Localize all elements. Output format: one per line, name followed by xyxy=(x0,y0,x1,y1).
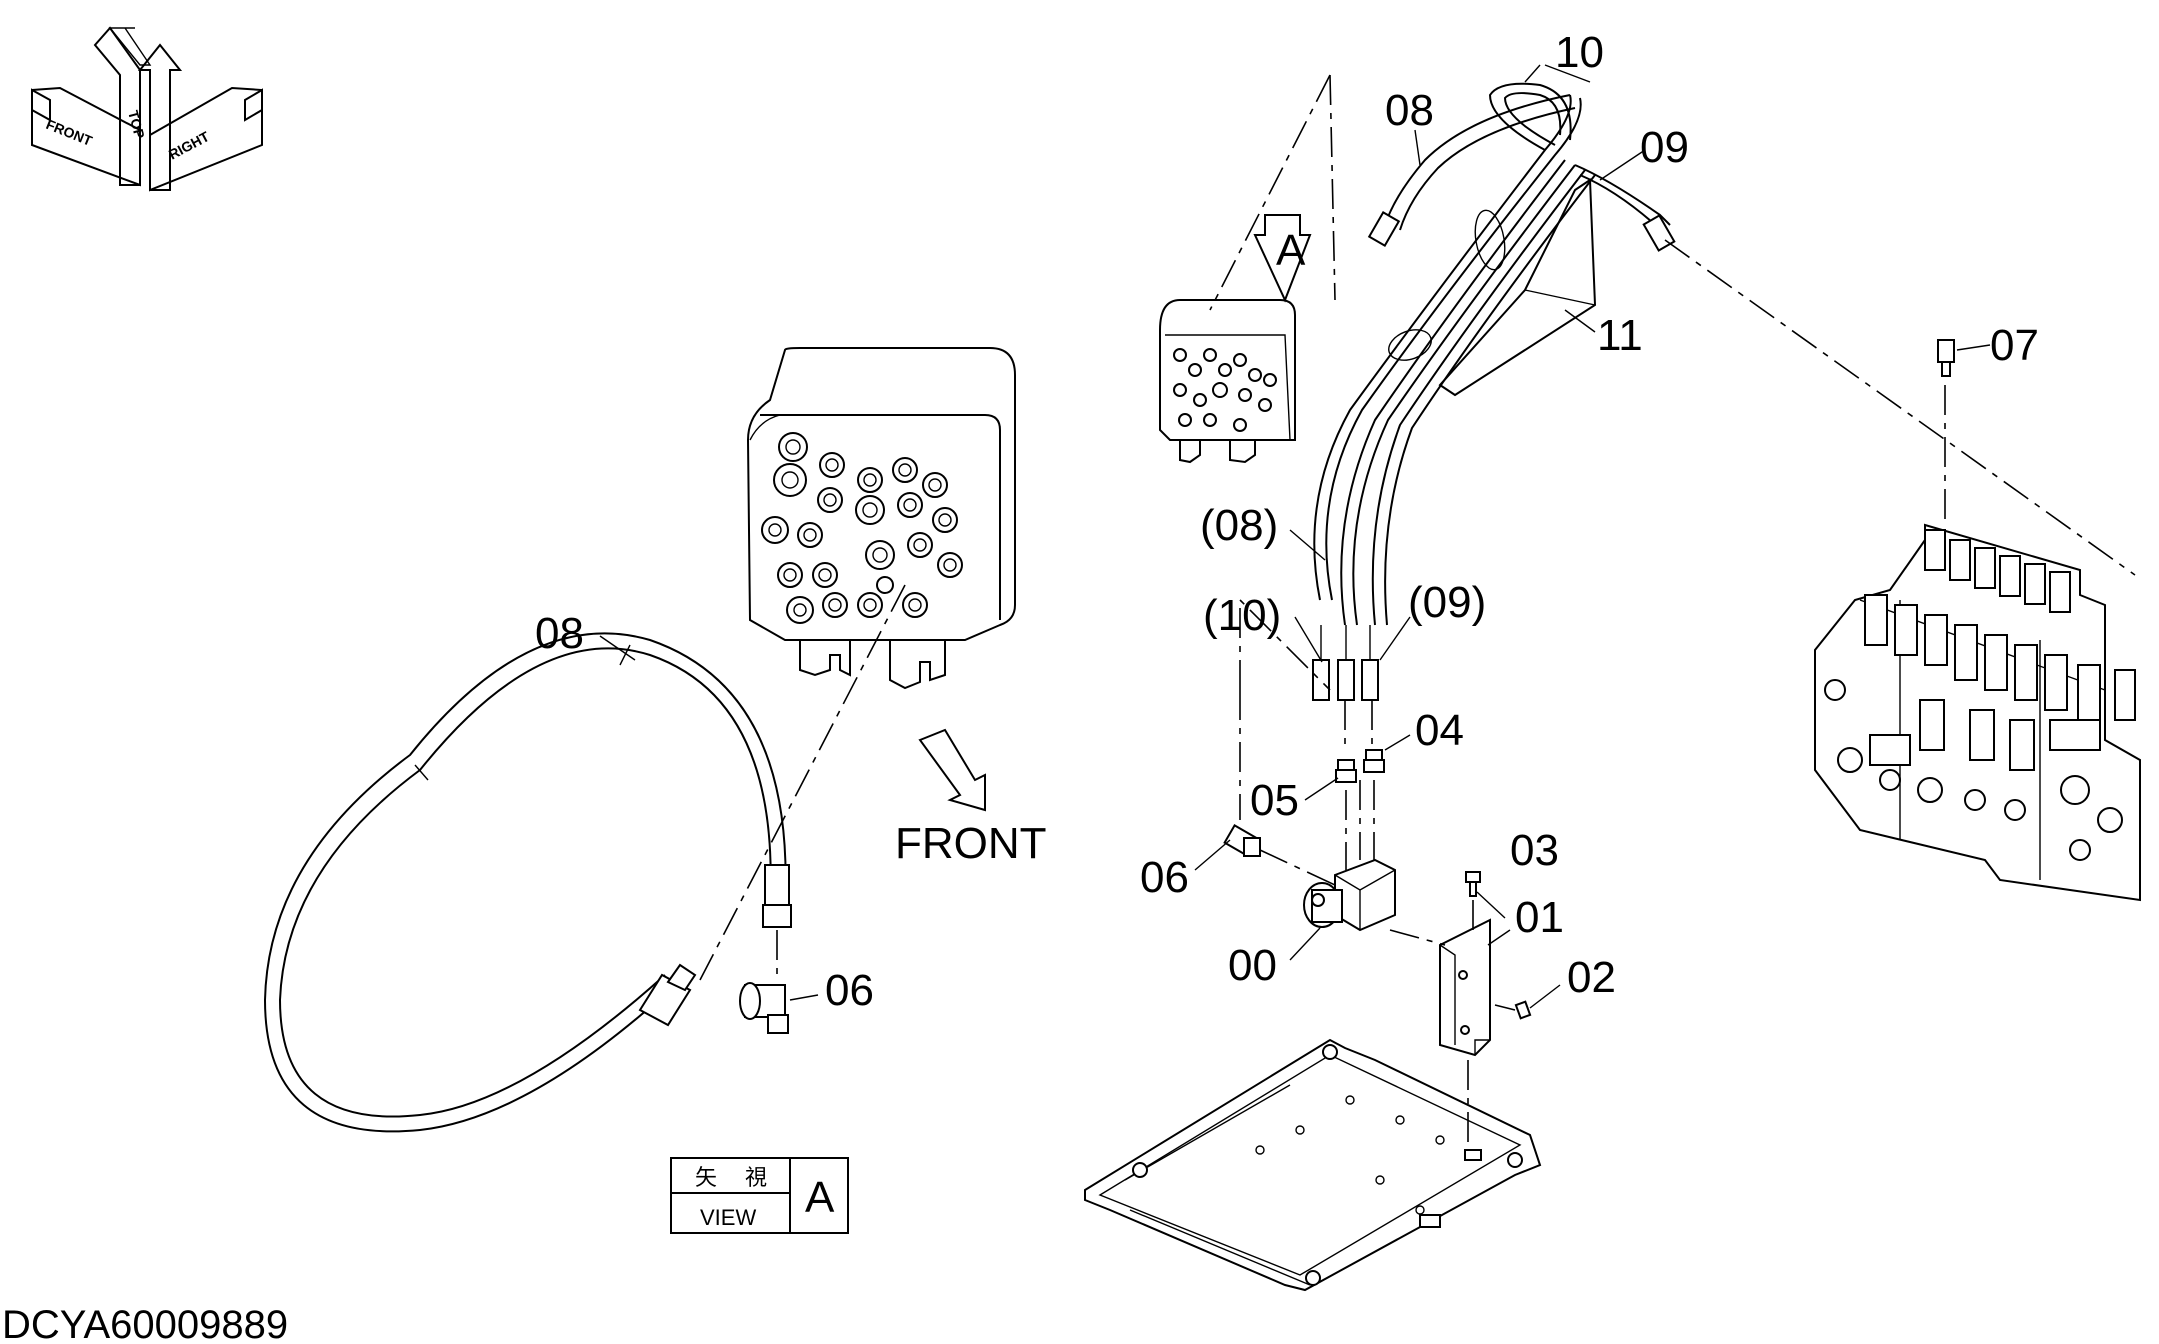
orientation-right-label: RIGHT xyxy=(166,128,212,163)
callout-08-paren: (08) xyxy=(1200,501,1278,550)
callout-08: 08 xyxy=(1385,86,1434,135)
bracket-01 xyxy=(1439,918,1491,1057)
orientation-icon: FRONT TOP RIGHT xyxy=(31,26,263,192)
elbow-06 xyxy=(1223,823,1261,857)
front-label: FRONT xyxy=(895,819,1047,868)
orientation-front-label: FRONT xyxy=(44,116,95,149)
view-kanji-2: 視 xyxy=(745,1165,767,1190)
callout-09-paren: (09) xyxy=(1408,578,1486,627)
view-kanji-1: 矢 xyxy=(695,1165,717,1190)
fitting-cluster xyxy=(761,432,963,624)
solenoid-valve-00 xyxy=(1303,858,1396,932)
callout-01: 01 xyxy=(1515,893,1564,942)
orientation-top-label: TOP xyxy=(125,109,148,141)
hose-08-view-a xyxy=(263,632,792,1133)
view-a-label-box: 矢 視 VIEW A xyxy=(670,1157,849,1234)
leader-lines xyxy=(599,64,1991,1009)
bracket-11 xyxy=(1438,178,1597,397)
view-letter: A xyxy=(805,1173,835,1222)
fitting-04 xyxy=(1363,749,1385,773)
diagram-code: DCYA60009889 xyxy=(2,1303,288,1344)
bolt-02 xyxy=(1494,1000,1532,1020)
spool-caps xyxy=(1864,529,2136,771)
callout-00: 00 xyxy=(1228,941,1277,990)
callout-09: 09 xyxy=(1640,123,1689,172)
hose-bundle xyxy=(1312,82,1676,701)
callout-08-view: 08 xyxy=(535,609,584,658)
callout-02: 02 xyxy=(1567,953,1616,1002)
callout-03: 03 xyxy=(1510,826,1559,875)
callout-10-paren: (10) xyxy=(1203,591,1281,640)
fitting-07 xyxy=(1664,239,2136,576)
view-a-valve-block xyxy=(699,347,1016,981)
fitting-05 xyxy=(1335,759,1357,783)
elbow-06-view-a xyxy=(739,930,789,1034)
front-direction-arrow: FRONT xyxy=(895,728,1047,868)
callout-06: 06 xyxy=(1140,853,1189,902)
view-arrow-letter: A xyxy=(1276,226,1306,275)
valve-block-small: A xyxy=(1159,74,1336,464)
callout-07: 07 xyxy=(1990,321,2039,370)
callout-11: 11 xyxy=(1597,311,1643,360)
view-text: VIEW xyxy=(700,1205,756,1230)
lower-fittings xyxy=(1223,598,1446,946)
floor-plate xyxy=(1084,1038,1542,1292)
callout-06-view: 06 xyxy=(825,966,874,1015)
callout-04: 04 xyxy=(1415,706,1464,755)
callout-10: 10 xyxy=(1555,28,1604,77)
control-valve xyxy=(1814,523,2141,902)
bolt-03 xyxy=(1465,871,1481,930)
callout-labels: 10 08 09 11 07 (08) (10) (09) 04 05 06 0… xyxy=(535,28,2039,1015)
callout-05: 05 xyxy=(1250,776,1299,825)
